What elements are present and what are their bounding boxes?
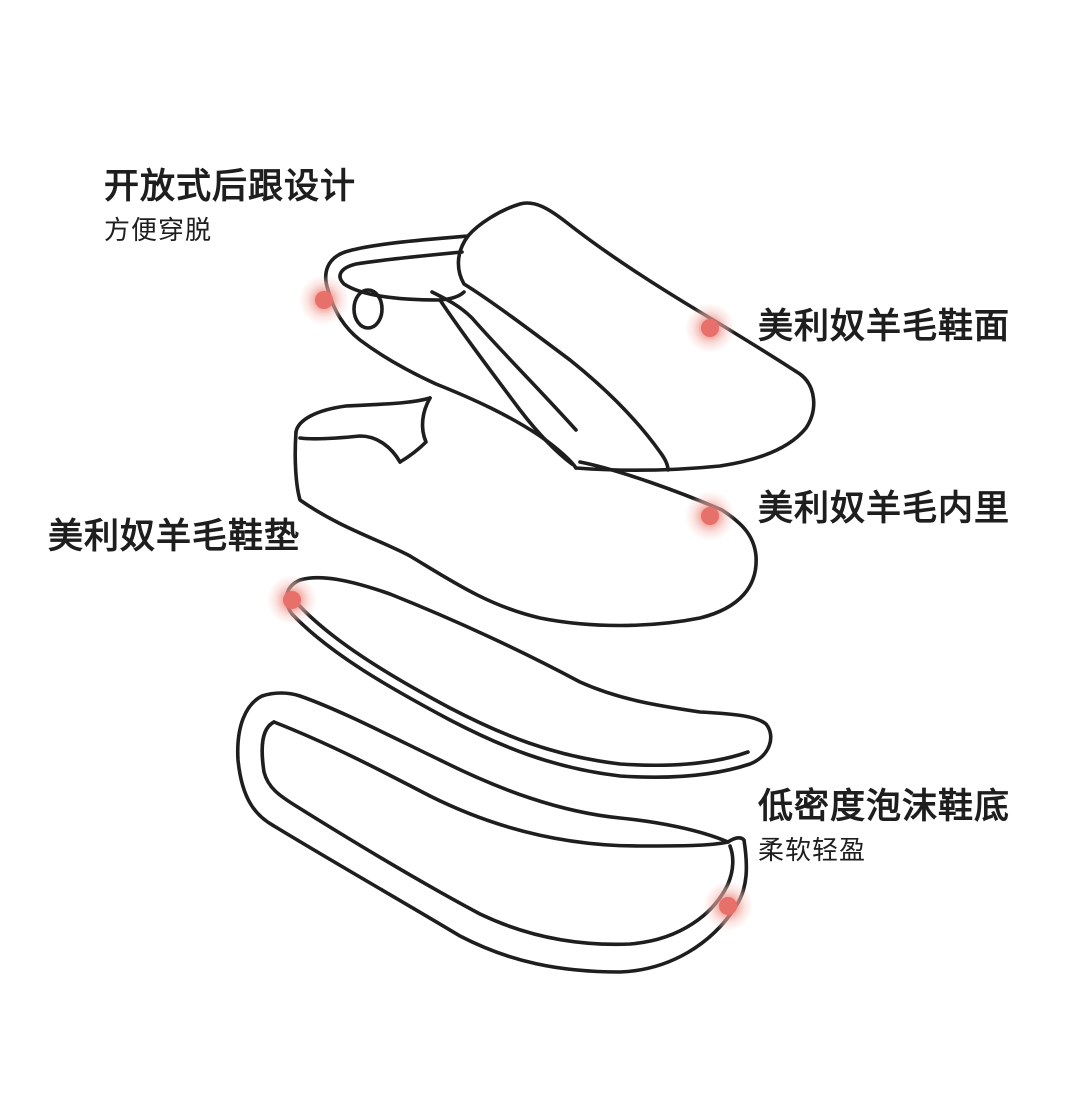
marker-outsole — [703, 881, 753, 931]
callout-heel: 开放式后跟设计 方便穿脱 — [104, 166, 356, 248]
marker-lining — [685, 491, 735, 541]
callout-upper: 美利奴羊毛鞋面 — [758, 306, 1010, 348]
callout-heel-subtitle: 方便穿脱 — [104, 216, 213, 246]
callout-outsole-subtitle: 柔软轻盈 — [758, 836, 867, 866]
outsole-layer — [235, 691, 749, 974]
marker-heel — [299, 275, 349, 325]
callout-insole-title: 美利奴羊毛鞋垫 — [48, 517, 301, 557]
marker-upper — [685, 303, 735, 353]
marker-insole — [267, 575, 317, 625]
insole-layer — [284, 575, 773, 780]
callout-markers — [267, 275, 753, 931]
callout-outsole: 低密度泡沫鞋底 柔软轻盈 — [758, 786, 1010, 868]
callout-insole: 美利奴羊毛鞋垫 — [48, 516, 300, 558]
callout-outsole-title: 低密度泡沫鞋底 — [758, 787, 1011, 827]
callout-heel-title: 开放式后跟设计 — [104, 167, 357, 207]
upper-layer — [323, 201, 816, 472]
callout-lining-title: 美利奴羊毛内里 — [758, 489, 1011, 529]
callout-upper-title: 美利奴羊毛鞋面 — [758, 307, 1011, 347]
callout-lining: 美利奴羊毛内里 — [758, 488, 1010, 530]
